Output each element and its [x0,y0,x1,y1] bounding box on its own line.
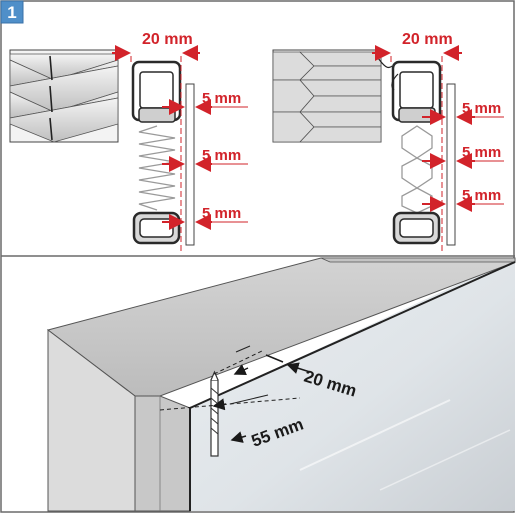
window-glass [190,258,515,511]
drill-bit [210,370,219,457]
gap-label-left-1: 5 mm [202,90,241,107]
window-pane-right [446,83,456,246]
pleated-blind-profile [131,60,182,245]
gap-label-right-3: 5 mm [462,187,501,204]
width-dimension-right: 20 mm [372,31,462,61]
gap-dimension-right-1: 5 mm [422,100,504,125]
window-frame-perspective [46,257,516,512]
gap-dimension-right-3: 5 mm [422,187,504,212]
pleated-blind-inset [9,49,119,143]
width-dimension-left: 20 mm [112,31,200,61]
gap-dimension-right-2: 5 mm [422,144,504,169]
width-label-right: 20 mm [402,31,453,48]
gap-label-left-3: 5 mm [202,205,241,222]
frame-inner-jamb [134,395,191,512]
gap-dimension-left-2: 5 mm [162,147,248,172]
honeycomb-blind-profile [391,60,442,245]
honeycomb-blind-inset [272,49,393,143]
gap-dimension-left-1: 5 mm [162,90,248,115]
gap-label-right-1: 5 mm [462,100,501,117]
step-badge: 1 [0,0,24,24]
gap-label-left-2: 5 mm [202,147,241,164]
window-pane-left [185,83,195,246]
drill-guide-lines [159,345,301,411]
gap-label-right-2: 5 mm [462,144,501,161]
gap-dimension-left-3: 5 mm [162,205,248,230]
step-number: 1 [7,3,16,22]
width-label-left: 20 mm [142,31,193,48]
